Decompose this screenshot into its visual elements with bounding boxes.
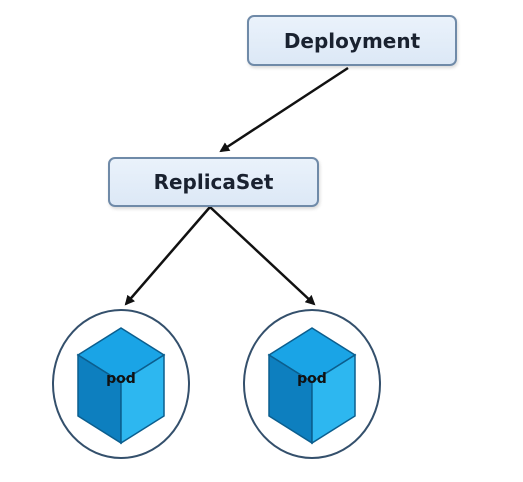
pod-cube-icon bbox=[76, 327, 166, 445]
deployment-node: Deployment bbox=[247, 15, 457, 66]
arrow-deployment-to-replicaset bbox=[219, 66, 349, 153]
pod-label: pod bbox=[297, 371, 327, 387]
arrow-replicaset-to-pod-1 bbox=[124, 206, 211, 306]
deployment-label: Deployment bbox=[283, 28, 421, 53]
arrow-replicaset-to-pod-2 bbox=[209, 206, 316, 306]
pod-label: pod bbox=[106, 371, 136, 387]
replicaset-label: ReplicaSet bbox=[153, 170, 274, 194]
pod-node-2: pod bbox=[243, 309, 381, 459]
replicaset-node: ReplicaSet bbox=[108, 157, 319, 207]
pod-cube-icon bbox=[267, 327, 357, 445]
pod-node-1: pod bbox=[52, 309, 190, 459]
